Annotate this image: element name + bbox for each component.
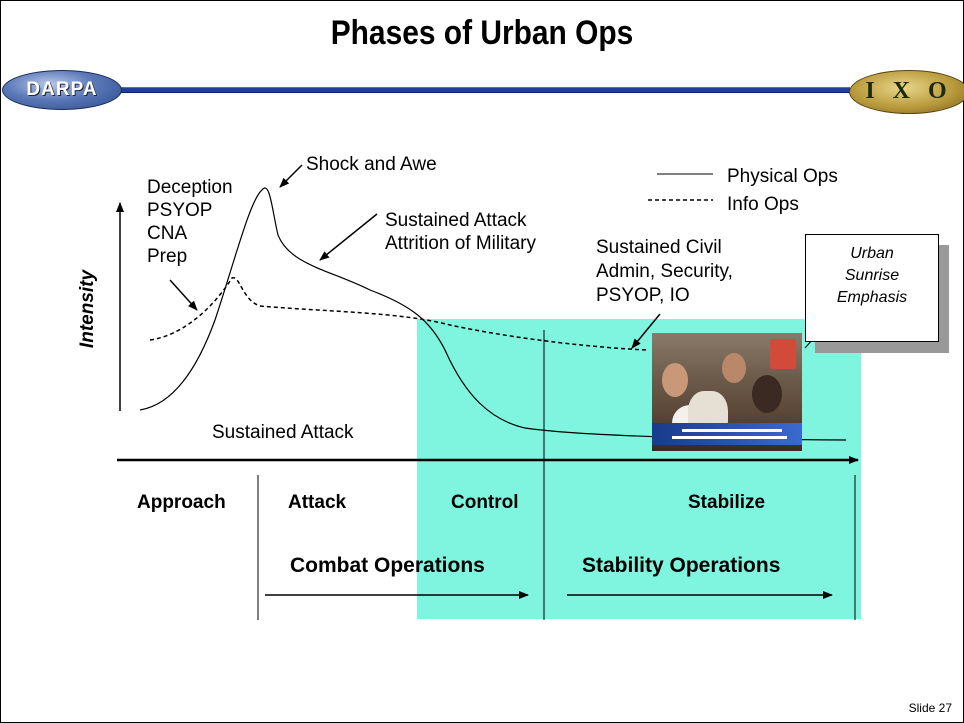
crowd-photo <box>652 333 802 451</box>
civil-line-1: Sustained Civil <box>596 237 722 258</box>
civil-line-3: PSYOP, IO <box>596 285 690 306</box>
psyop-label: PSYOP <box>147 200 213 221</box>
phase-attack: Attack <box>288 492 347 513</box>
phase-stabilize: Stabilize <box>688 492 766 513</box>
civil-pointer <box>631 313 661 349</box>
prep-label: Prep <box>147 246 188 267</box>
sustained-attack-bottom-label: Sustained Attack <box>212 422 354 443</box>
info-ops-curve <box>149 277 649 351</box>
legend-physical-label: Physical Ops <box>727 166 838 187</box>
y-axis-label: Intensity <box>77 269 98 349</box>
darpa-logo-text: DARPA <box>26 79 98 100</box>
phase-approach: Approach <box>137 492 226 513</box>
callout-text: Urban Sunrise Emphasis <box>805 243 939 309</box>
ixo-logo-text: I X O <box>865 78 953 104</box>
callout-line-3: Emphasis <box>836 289 908 306</box>
physical-ops-curve <box>139 187 847 441</box>
stability-operations-label: Stability Operations <box>582 554 781 577</box>
slide-number: Slide 27 <box>908 701 952 715</box>
prep-pointer <box>169 279 198 311</box>
shock-pointer <box>279 164 303 188</box>
slide-title: Phases of Urban Ops <box>330 14 634 52</box>
header-rule <box>120 87 850 93</box>
attrition-label: Attrition of Military <box>385 233 536 254</box>
phase-control: Control <box>451 492 519 513</box>
callout-line-2: Sunrise <box>844 267 900 284</box>
deception-label: Deception <box>147 177 233 198</box>
photo-news-banner <box>652 423 802 445</box>
legend-info-label: Info Ops <box>727 194 799 215</box>
shock-and-awe-label: Shock and Awe <box>306 154 437 175</box>
sustained-attack-label: Sustained Attack <box>385 210 527 231</box>
callout-box <box>805 234 939 342</box>
darpa-logo: DARPA <box>2 70 122 110</box>
combat-operations-label: Combat Operations <box>290 554 485 577</box>
callout-line-1: Urban <box>850 245 894 262</box>
cna-label: CNA <box>147 223 188 244</box>
civil-line-2: Admin, Security, <box>596 261 733 282</box>
ixo-logo: I X O <box>849 70 964 114</box>
sustained-attack-pointer <box>319 213 378 261</box>
